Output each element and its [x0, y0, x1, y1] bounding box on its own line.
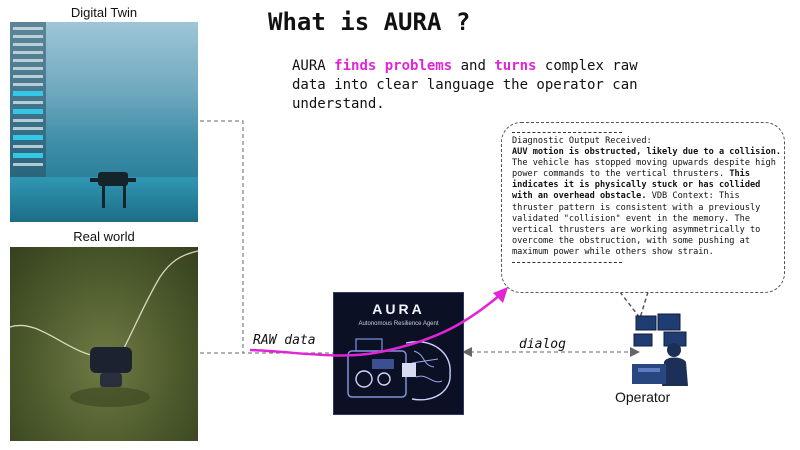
- operator-label: Operator: [615, 389, 671, 405]
- diagnostic-bold-2: This indicates it is physically stuck or…: [512, 169, 761, 202]
- intro-highlight-finds-problems: finds problems: [334, 58, 453, 74]
- diagnostic-bold-1: AUV motion is obstructed, likely due to …: [512, 147, 782, 158]
- intro-text: AURA finds problems and turns complex ra…: [292, 57, 672, 114]
- dialog-arrowhead-left: [462, 347, 472, 357]
- aura-subtitle: Autonomous Resilience Agent: [358, 321, 439, 327]
- dialog-arrowhead-right: [630, 347, 640, 357]
- diagnostic-heading: Diagnostic Output Received:: [512, 136, 652, 146]
- diagnostic-bubble: [501, 122, 785, 293]
- diagnostic-text: Diagnostic Output Received: AUV motion i…: [512, 131, 784, 264]
- real-rov: [90, 347, 132, 373]
- diagnostic-text-2: VDB Context: This thruster pattern is co…: [512, 191, 761, 257]
- aura-agent-box: AURA Autonomous Resilience Agent: [333, 292, 464, 415]
- intro-highlight-turns: turns: [494, 58, 537, 74]
- real-world-image: [10, 247, 198, 441]
- intro-part1: AURA: [292, 58, 335, 74]
- digital-twin-label: Digital Twin: [70, 5, 138, 20]
- simulated-rov: [90, 172, 136, 186]
- raw-data-label: RAW data: [253, 333, 316, 348]
- page-title: What is AURA ?: [268, 8, 471, 36]
- twin-connector: [200, 120, 333, 354]
- dialog-label: dialog: [519, 337, 566, 352]
- aura-title: AURA: [372, 301, 425, 317]
- digital-twin-image: [10, 22, 198, 222]
- real-world-label: Real world: [73, 229, 135, 244]
- intro-part2: and: [452, 58, 495, 74]
- operator-icon: [632, 313, 688, 386]
- intro-part3: complex raw data into clear language the…: [292, 58, 638, 112]
- bubble-tail: [619, 291, 649, 320]
- diagnostic-text-1: The vehicle has stopped moving upwards d…: [512, 158, 776, 180]
- aura-engine-brain-icon: [347, 338, 451, 401]
